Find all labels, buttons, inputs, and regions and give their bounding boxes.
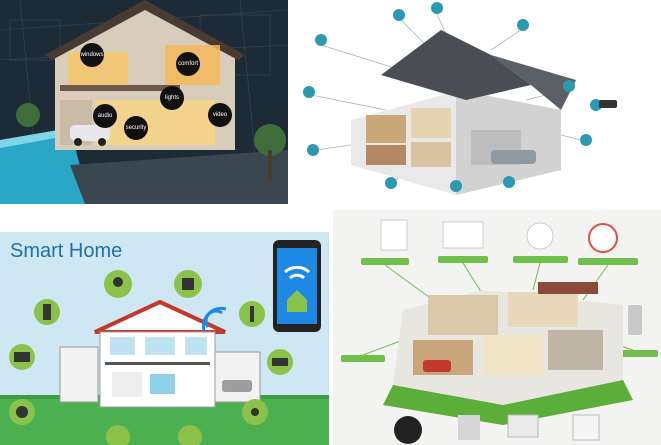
- bubble-text: audio: [97, 113, 113, 119]
- bubble-text: video: [212, 112, 228, 118]
- panel-cutaway-house: [291, 0, 661, 204]
- car-icon: [222, 380, 252, 392]
- label-bubble-comfort: comfort: [176, 52, 200, 76]
- panel-3d-house-devices: [333, 210, 661, 445]
- panel-flat-smart-home: Smart Home: [0, 232, 329, 445]
- label-bubble-windows: windows: [80, 43, 104, 67]
- bubble-text: comfort: [177, 61, 198, 67]
- car-icon: [599, 100, 617, 108]
- label-bubble-audio: audio: [93, 104, 117, 128]
- label-bubble-security: security: [124, 116, 148, 140]
- label-bubble-lights: lights: [160, 86, 184, 110]
- panel-night-house: windows comfort lights audio security vi…: [0, 0, 288, 204]
- bubble-text: security: [125, 125, 147, 131]
- bubble-text: lights: [164, 95, 179, 101]
- panel-title: Smart Home: [10, 240, 123, 262]
- bubble-text: windows: [80, 52, 104, 58]
- label-bubble-video: video: [208, 103, 232, 127]
